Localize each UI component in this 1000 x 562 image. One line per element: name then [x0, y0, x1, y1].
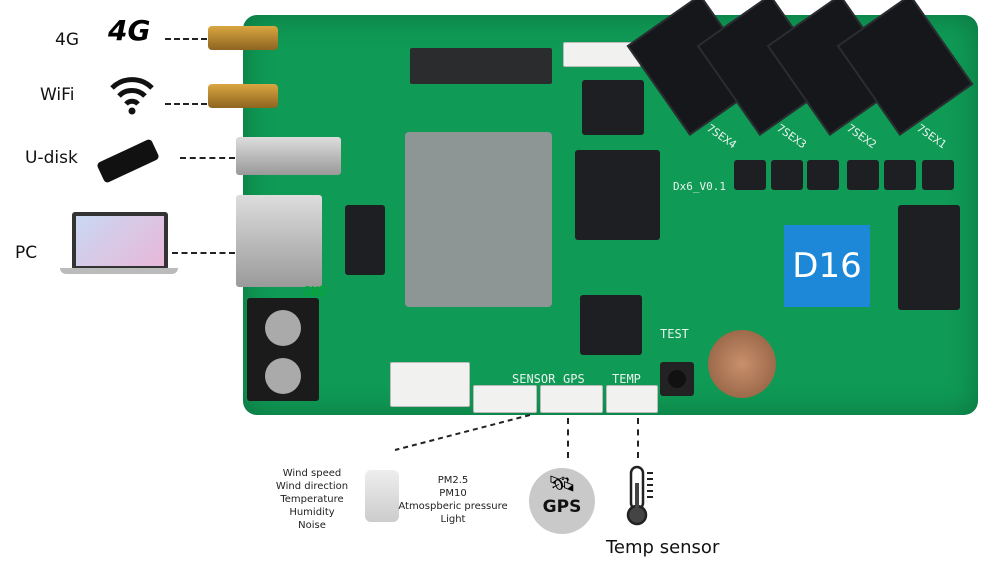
gps-icon: 🛰 GPS	[529, 468, 595, 534]
temp-port[interactable]	[606, 385, 658, 413]
connector-line	[165, 103, 207, 105]
gps-port[interactable]	[540, 385, 603, 413]
label-4g: 4G	[55, 30, 79, 50]
rtc-battery	[708, 330, 776, 398]
connector-line	[172, 252, 235, 254]
power-terminal[interactable]	[247, 298, 319, 401]
test-button[interactable]	[660, 362, 694, 396]
main-chip	[575, 150, 660, 240]
temp-sensor-label: Temp sensor	[606, 537, 720, 558]
wifi-icon	[110, 77, 154, 115]
sensor-port[interactable]	[473, 385, 537, 413]
sensor-port-label: SENSOR	[512, 372, 556, 386]
connector-line	[180, 157, 235, 159]
usb-drive-icon	[96, 138, 160, 184]
usb-port[interactable]	[236, 137, 341, 175]
connector	[390, 362, 470, 407]
test-label: TEST	[660, 327, 689, 341]
ethernet-port[interactable]	[236, 195, 322, 287]
wifi-antenna-connector[interactable]	[208, 84, 278, 108]
connector-line	[567, 418, 569, 458]
memory-chip	[582, 80, 644, 135]
temp-port-label: TEMP	[612, 372, 641, 386]
chip	[345, 205, 385, 275]
chip	[580, 295, 642, 355]
model-badge: D16	[784, 225, 870, 307]
weather-sensor-icon	[365, 470, 399, 522]
version-label: Dx6_V0.1	[673, 180, 726, 193]
chip	[898, 205, 960, 310]
laptop-icon	[72, 212, 168, 270]
label-udisk: U-disk	[25, 148, 78, 168]
4g-antenna-connector[interactable]	[208, 26, 278, 50]
label-pc: PC	[15, 243, 38, 263]
4g-icon: 4G	[108, 14, 151, 47]
m2-slot	[410, 48, 552, 84]
connector-line	[637, 418, 639, 458]
label-wifi: WiFi	[40, 85, 75, 105]
core-module	[405, 132, 552, 307]
gnd-label: GND	[303, 285, 327, 300]
thermometer-icon	[626, 465, 653, 526]
gps-port-label: GPS	[563, 372, 585, 386]
connector-line	[165, 38, 207, 40]
